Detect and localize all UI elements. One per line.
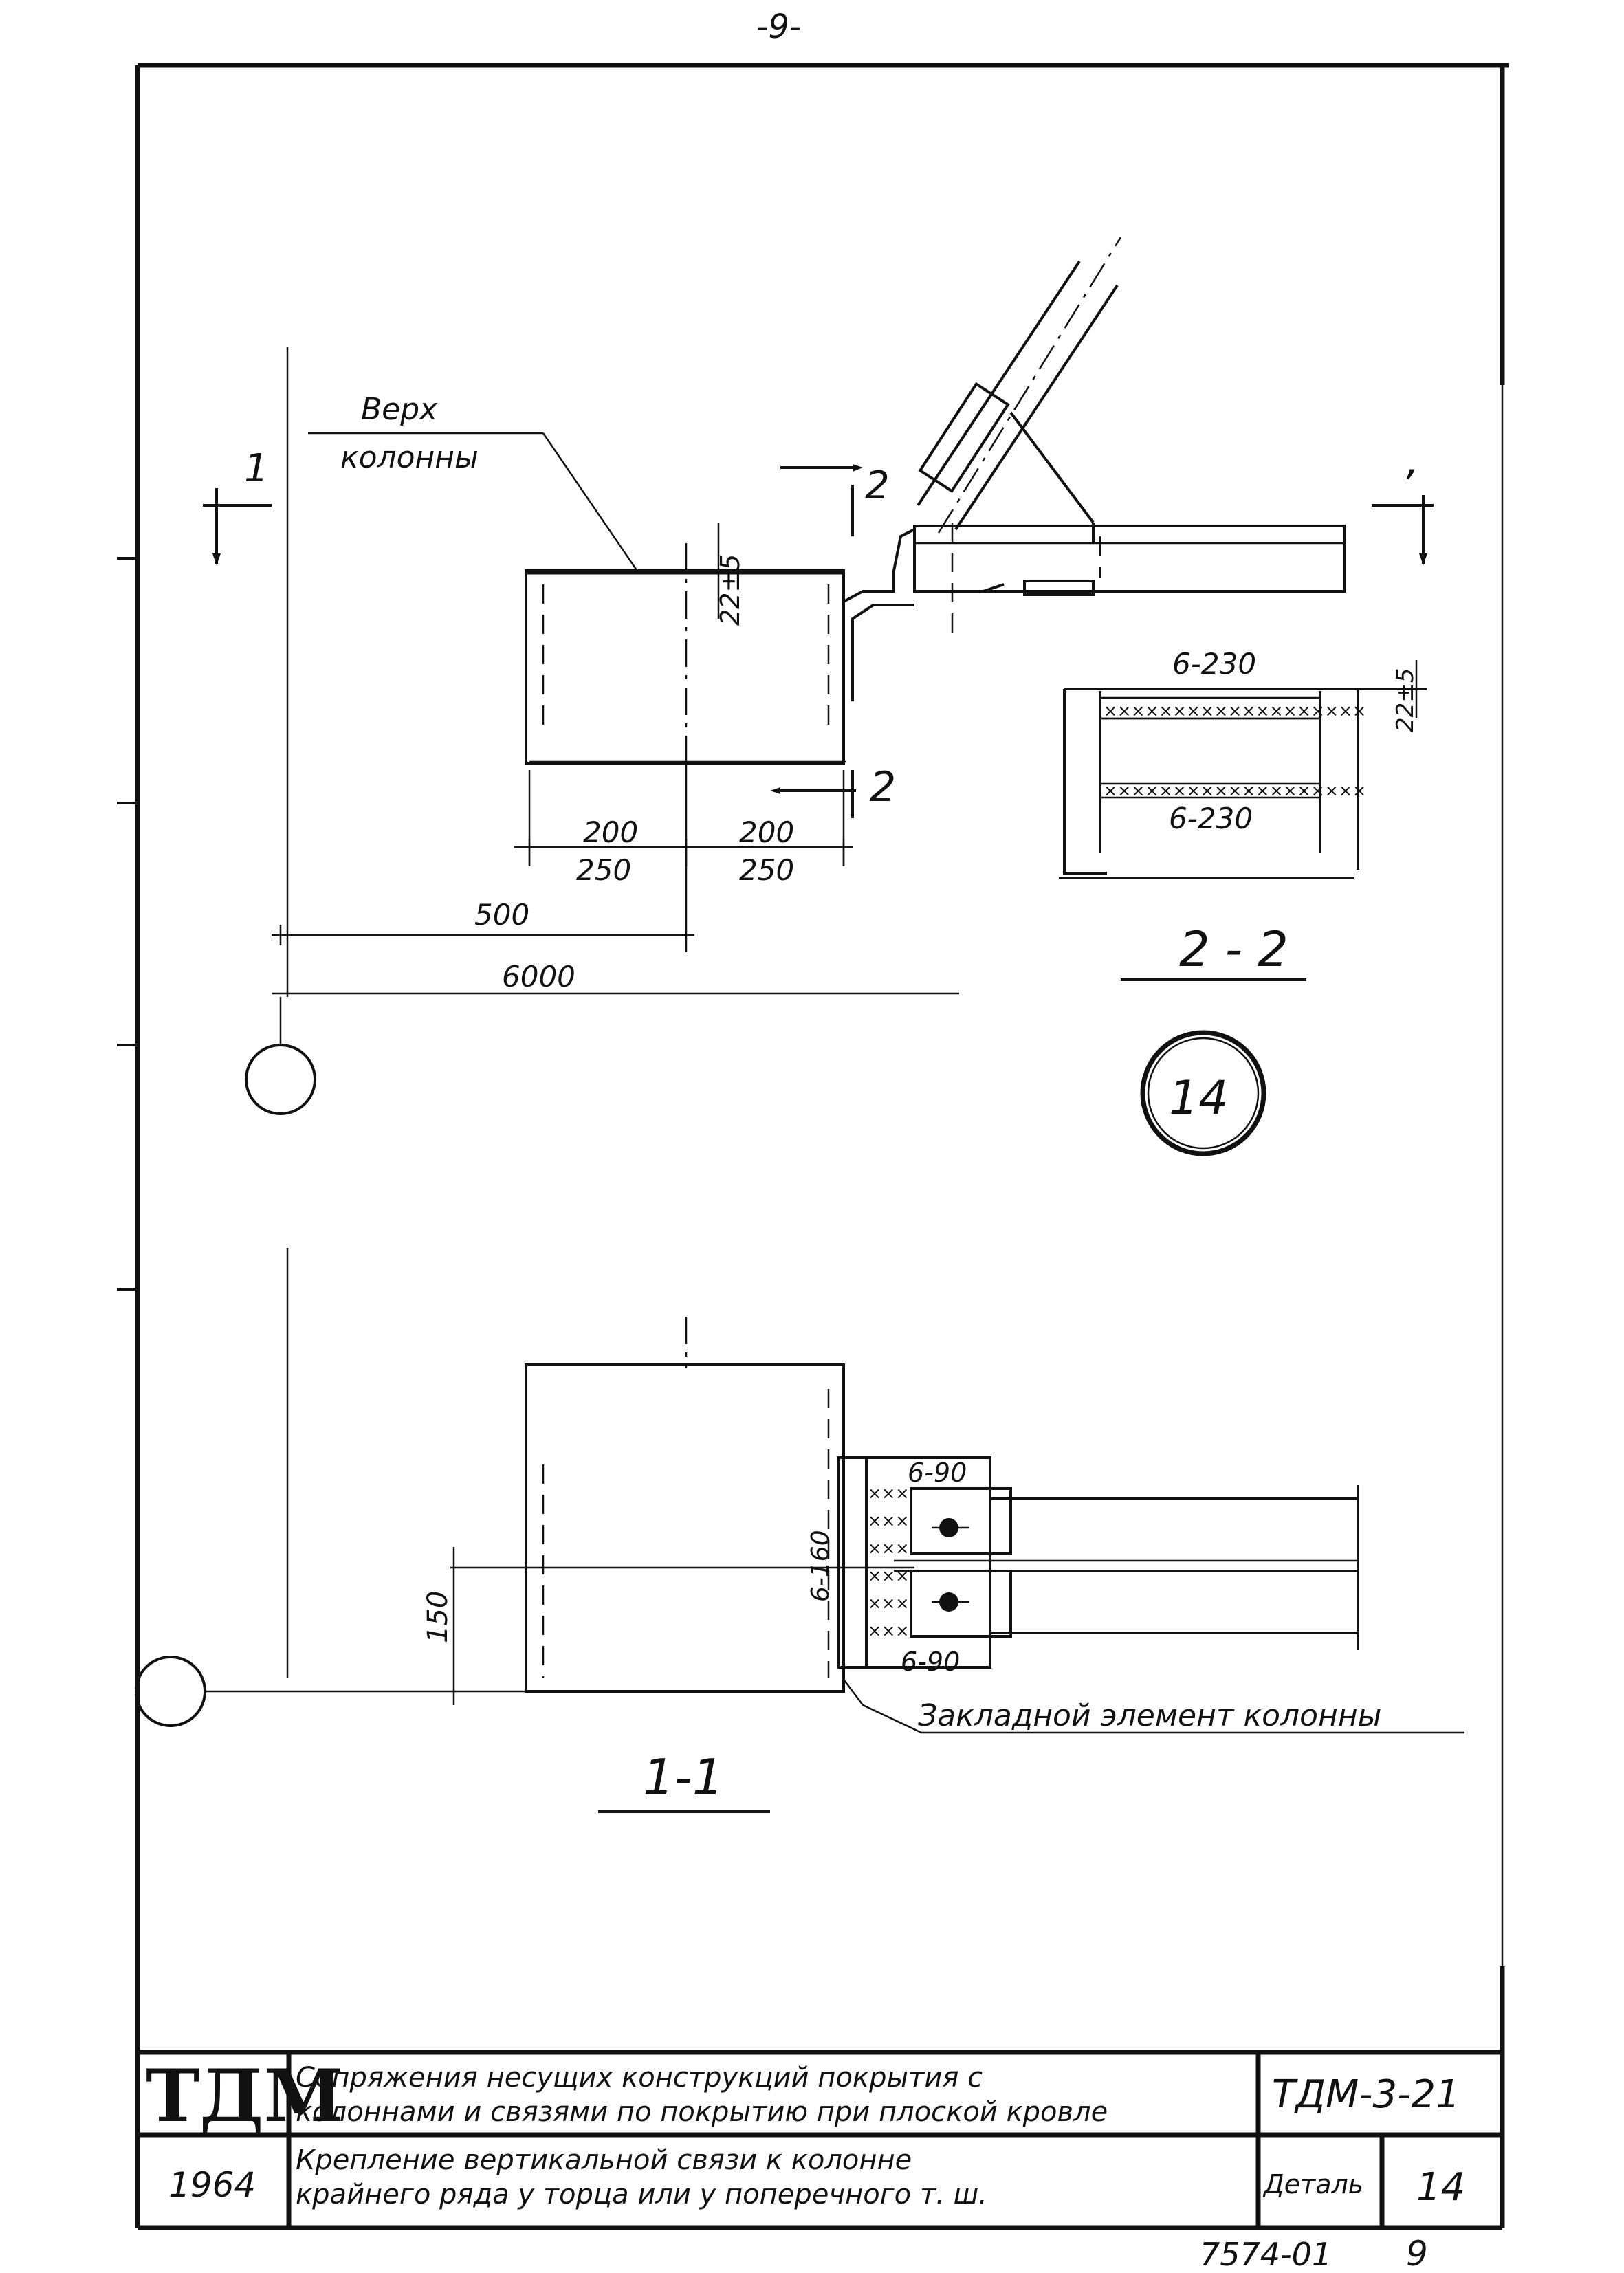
column-plan: [525, 569, 845, 765]
section-2-mark-top: 2: [865, 463, 890, 508]
vertical-brace: [917, 237, 1122, 543]
dim-250-right: 250: [739, 853, 794, 887]
doc-code: ТДМ-3-21: [1272, 2072, 1460, 2117]
title-line-2: колоннами и связями по покрытию при плос…: [296, 2096, 1108, 2128]
dim-6000: 6000: [502, 960, 575, 993]
detail-label: Деталь: [1262, 2169, 1363, 2199]
weld-crosses-plate-3: ×××: [868, 1539, 909, 1558]
weld-crosses-plate-6: ×××: [868, 1621, 909, 1640]
dim-250-left: 250: [576, 853, 631, 887]
tdm-logo: ТДМ: [146, 2053, 344, 2138]
section-1-1: ××× ××× ××× ××× ××× ××× 150 6-160 6-90 6…: [135, 1248, 1464, 1813]
dim-150: 150: [422, 1591, 454, 1643]
column-top-label-2: колонны: [340, 440, 479, 475]
section-2-2: ××××××××××××××××××× ××××××××××××××××××× …: [1059, 647, 1427, 981]
section-2-mark-bottom: 2: [870, 763, 896, 811]
page-number: -9-: [756, 8, 801, 46]
axis-bubble-bottom: [135, 1656, 206, 1727]
weld-6-90-bottom: 6-90: [901, 1647, 960, 1677]
weld-6-230-top: 6-230: [1172, 647, 1256, 681]
subtitle-line-2: крайнего ряда у торца или у поперечного …: [296, 2179, 987, 2210]
title-block: ТДМ 1964 Сопряжения несущих конструкций …: [138, 2050, 1502, 2228]
column-top-label-1: Верх: [361, 392, 438, 427]
dim-22-top: 22±5: [715, 554, 745, 626]
weld-crosses-bottom: ×××××××××××××××××××: [1104, 781, 1366, 800]
dim-200-left: 200: [583, 815, 638, 849]
plan-view: 1 Верх колонны 22±5: [203, 237, 1434, 1115]
detail-number: 14: [1416, 2165, 1465, 2210]
weld-crosses-top: ×××××××××××××××××××: [1104, 701, 1366, 721]
section-1-mark: 1: [244, 446, 269, 491]
weld-crosses-plate-4: ×××: [868, 1566, 909, 1585]
subtitle-line-1: Крепление вертикальной связи к колонне: [296, 2144, 912, 2176]
section-2-2-title: 2 - 2: [1179, 921, 1288, 978]
detail-circle-number: 14: [1169, 1071, 1229, 1125]
beam-plan: [913, 525, 1346, 593]
dim-500: 500: [474, 898, 529, 932]
sheet-frame: [117, 63, 1509, 2230]
dim-22-section: 22±5: [1392, 668, 1419, 732]
weld-crosses-plate-5: ×××: [868, 1594, 909, 1613]
sheet-number: 9: [1406, 2234, 1428, 2273]
title-line-1: Сопряжения несущих конструкций покрытия …: [296, 2062, 983, 2094]
sheet-code: 7574-01: [1200, 2236, 1332, 2273]
section-1-mark-right-tick: ,: [1406, 437, 1419, 485]
embedded-element-label: Закладной элемент колонны: [918, 1698, 1381, 1733]
axis-bubble-top: [245, 1044, 316, 1115]
weld-6-230-bottom: 6-230: [1169, 802, 1253, 835]
weld-6-160: 6-160: [806, 1530, 835, 1602]
title-year: 1964: [168, 2165, 256, 2205]
weld-6-90-top: 6-90: [908, 1458, 967, 1488]
column-section: [525, 1363, 845, 1693]
detail-marker: 14: [1140, 1030, 1266, 1156]
weld-crosses-plate-2: ×××: [868, 1511, 909, 1530]
weld-crosses-plate-1: ×××: [868, 1484, 909, 1503]
section-1-1-title: 1-1: [643, 1748, 724, 1806]
dim-200-right: 200: [739, 815, 794, 849]
